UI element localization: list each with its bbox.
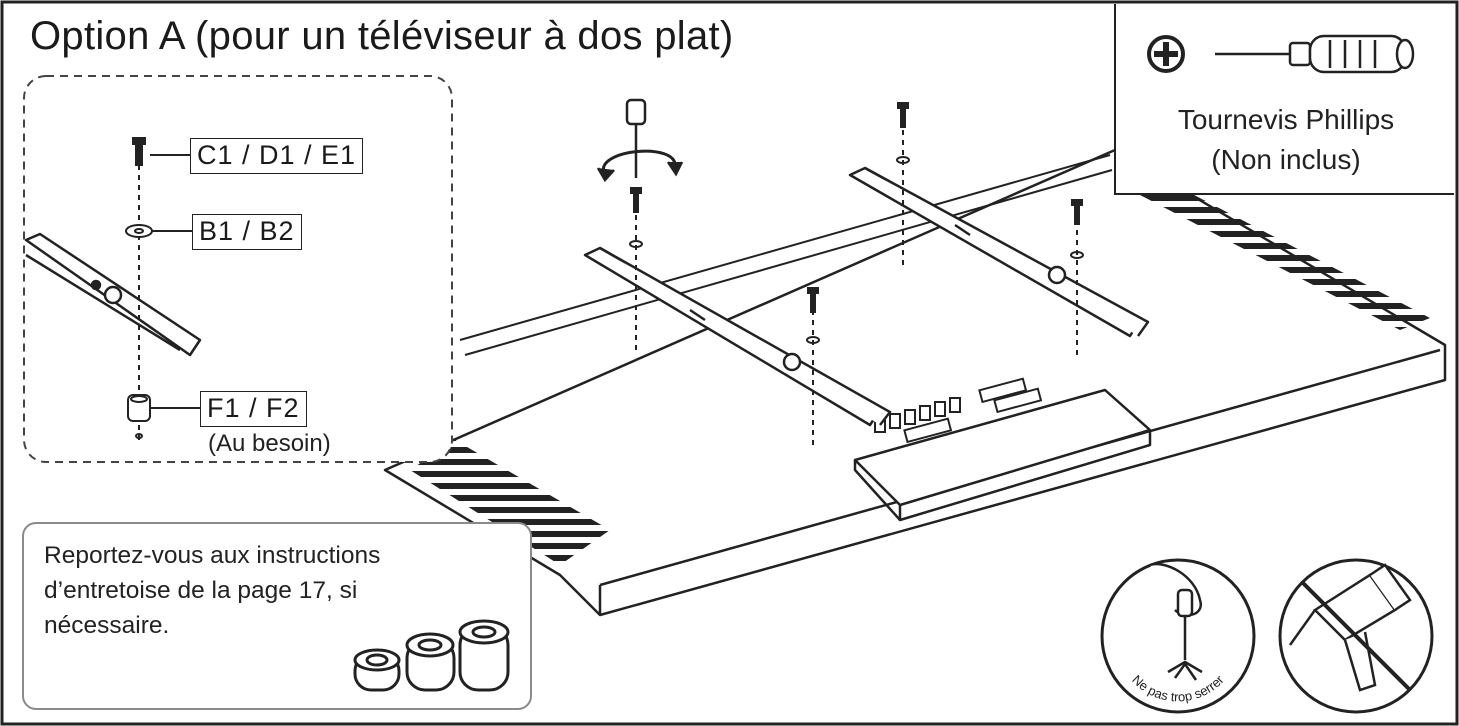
- page-title: Option A (pour un téléviseur à dos plat): [30, 14, 734, 58]
- inset-bracket: [24, 232, 202, 357]
- spacer-part-label: F1 / F2: [200, 391, 307, 427]
- inset-hardware: [125, 137, 200, 440]
- reference-line-1: Reportez-vous aux instructions: [44, 542, 381, 569]
- washer-part-label: B1 / B2: [192, 214, 302, 250]
- mounting-screws: [629, 102, 1084, 450]
- left-bracket: [583, 246, 892, 427]
- spacer-reference-note: Reportez-vous aux instructions d’entreto…: [22, 522, 532, 710]
- tool-requirement-box: Tournevis Phillips (Non inclus): [1114, 4, 1454, 195]
- screw-part-label: C1 / D1 / E1: [190, 138, 364, 174]
- reference-line-2: d’entretoise de la page 17, si: [44, 577, 358, 604]
- no-power-drill-icon: [1278, 558, 1434, 714]
- tool-name: Tournevis Phillips: [1177, 104, 1395, 135]
- rotate-screwdriver-icon: [596, 98, 684, 183]
- hand-screwdriver-icon: Ne pas trop serrer: [1100, 558, 1256, 714]
- spacer-note: (Au besoin): [208, 430, 331, 457]
- tool-note: (Non inclus): [1211, 144, 1361, 175]
- reference-line-3: nécessaire.: [44, 612, 170, 639]
- vent-slots: [410, 185, 1430, 565]
- connector-ports: [874, 377, 1043, 444]
- tv-back-panel: [383, 148, 1447, 617]
